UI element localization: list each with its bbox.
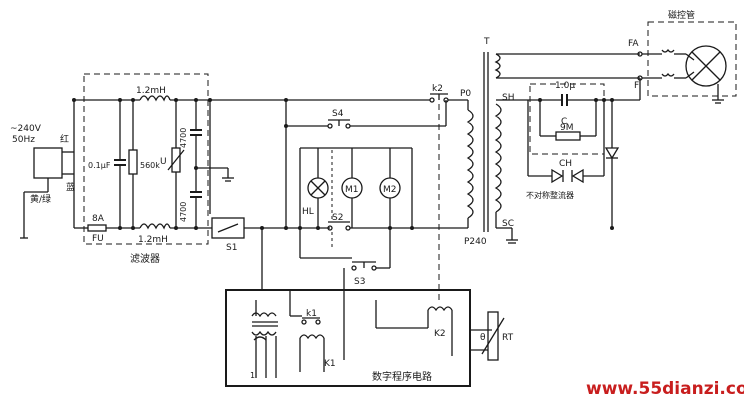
relay-k1-contact-label: k1: [306, 309, 317, 319]
hv-capacitor-c-label: C: [561, 117, 567, 127]
switch-s3-label: S3: [354, 277, 365, 287]
magnetron-label: 磁控管: [668, 9, 695, 21]
program-circuit-label: 数字程序电路: [372, 370, 432, 383]
transformer-secondary: [494, 103, 502, 213]
motor-m1-label: M1: [345, 185, 359, 195]
wire-yellow-green-label: 黄/绿: [30, 193, 51, 205]
p240-label: P240: [464, 237, 487, 247]
inductor-bottom: [139, 223, 171, 230]
fuse-symbol: [87, 224, 107, 232]
cap-4700-top-label: 4700: [179, 128, 188, 148]
sc-label: SC: [502, 219, 514, 229]
cap-4700-bottom-label: 4700: [179, 202, 188, 222]
fa-label: FA: [628, 39, 639, 49]
ch-label: CH: [559, 159, 572, 169]
relay-k2-coil-label: K2: [434, 329, 446, 339]
p0-label: P0: [460, 89, 471, 99]
hv-diode: [604, 147, 620, 160]
switch-s4-label: S4: [332, 109, 344, 119]
relay-k1-coil-label: K1: [324, 359, 336, 369]
relay-k2-coil: [427, 306, 453, 312]
mains-frequency-label: 50Hz: [12, 135, 35, 145]
thermistor-rt: [487, 311, 499, 361]
resistor-9m-label: 9M: [560, 123, 574, 133]
motor-m2-label: M2: [383, 185, 397, 195]
filament-winding: [494, 53, 501, 79]
hv-capacitor-label: 1.0μ: [555, 81, 575, 91]
resistor-560k-label: 560k: [140, 161, 160, 170]
inductor-top-label: 1.2mH: [136, 86, 166, 96]
filter-box: [83, 73, 209, 245]
program-circuit-box: [225, 289, 471, 387]
transformer-primary: [466, 109, 474, 219]
resistor-560k: [128, 149, 138, 175]
fuse-label: FU: [92, 234, 104, 244]
inductor-top: [139, 95, 171, 102]
resistor-9m: [555, 131, 581, 141]
program-transformer: [251, 312, 277, 318]
protector-label: 不对称整流器: [526, 190, 574, 200]
relay-k2-contact-label: k2: [432, 84, 443, 94]
cap-01uf-label: 0.1μF: [88, 161, 111, 170]
transformer-t-label: T: [483, 37, 490, 47]
filter-label: 滤波器: [130, 252, 160, 265]
mains-voltage-label: ~240V: [10, 124, 42, 134]
watermark-text: www.55dianzi.com: [586, 379, 744, 399]
varistor-label: U: [160, 157, 167, 167]
inductor-bottom-label: 1.2mH: [138, 235, 168, 245]
wire-red-label: 红: [60, 133, 69, 145]
switch-s1-label: S1: [226, 243, 237, 253]
thermistor-rt-label: RT: [502, 333, 514, 343]
fuse-rating-label: 8A: [92, 214, 105, 224]
sh-label: SH: [502, 93, 514, 103]
switch-s2-label: S2: [332, 213, 343, 223]
hv-cap-box: [529, 83, 605, 155]
relay-k1-coil: [299, 334, 325, 340]
mains-plug: [20, 147, 74, 239]
thermistor-theta-label: θ: [480, 333, 486, 343]
magnetron-tube: [685, 45, 727, 87]
f-label: F: [634, 81, 639, 91]
ground-mark-label: 1: [250, 371, 255, 380]
magnetron-box: [647, 21, 737, 97]
wire-blue-label: 蓝: [66, 181, 75, 193]
lamp-hl-label: HL: [302, 207, 314, 217]
